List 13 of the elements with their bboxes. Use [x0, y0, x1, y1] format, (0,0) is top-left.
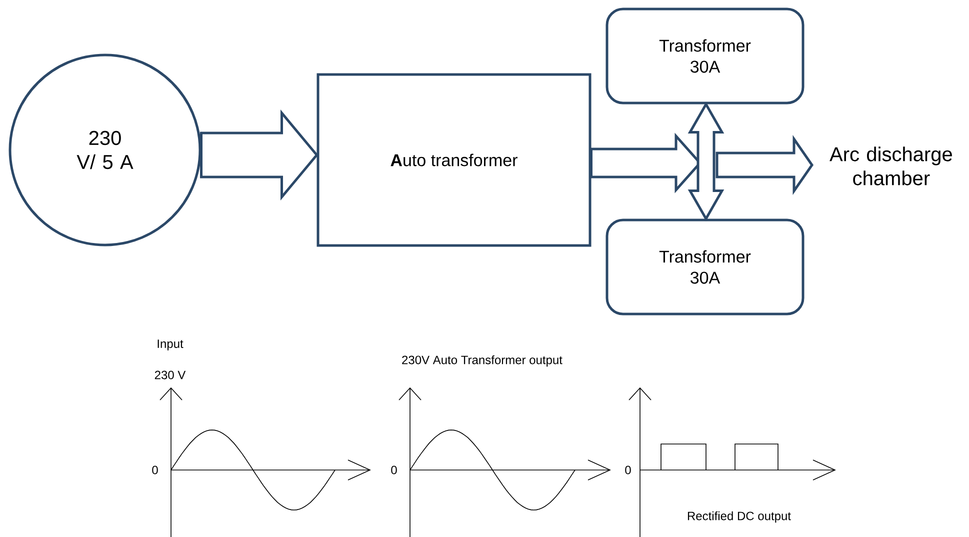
axis-label: Input — [158, 340, 184, 350]
axis-label: 230 V — [154, 370, 186, 380]
axis-tick: 0 — [152, 466, 158, 474]
axis-tick: 0 — [391, 466, 397, 474]
plot-title: 230V Auto Transformer output — [402, 355, 562, 367]
process-box: Auto transformer — [316, 73, 592, 247]
plot-caption: Rectified DC output — [688, 511, 791, 523]
axis-tick: 0 — [625, 466, 631, 474]
transformer-box: Transformer 30A — [606, 218, 804, 316]
output-label: Arc discharge chamber — [830, 146, 952, 186]
transformer-box: Transformer 30A — [606, 8, 804, 104]
block-arrow — [716, 135, 814, 195]
block-arrow — [200, 110, 318, 200]
